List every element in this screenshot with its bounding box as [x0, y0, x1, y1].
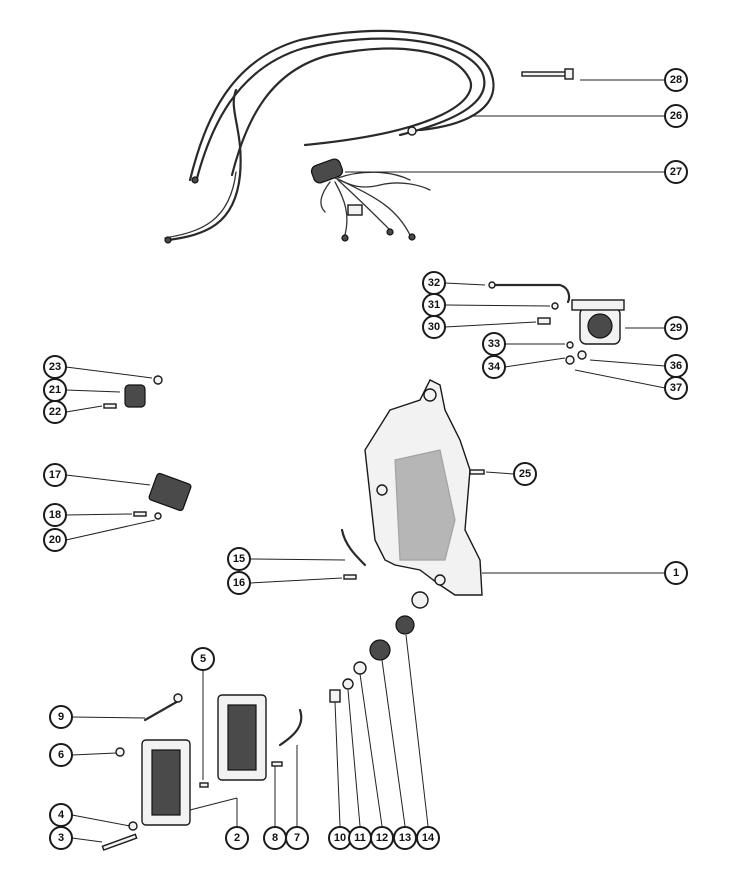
svg-text:17: 17 — [49, 469, 61, 481]
callout-26: 26 — [664, 104, 688, 128]
callout-15: 15 — [227, 547, 251, 571]
svg-text:26: 26 — [670, 110, 682, 122]
svg-text:29: 29 — [670, 322, 682, 334]
callout-22: 22 — [43, 400, 67, 424]
small-hardware — [101, 693, 303, 851]
callout-7: 7 — [285, 826, 309, 850]
svg-text:30: 30 — [428, 321, 440, 333]
svg-text:1: 1 — [673, 567, 679, 579]
callout-13: 13 — [393, 826, 417, 850]
svg-text:20: 20 — [49, 534, 61, 546]
svg-text:15: 15 — [233, 553, 245, 565]
wiring-harness-plug — [310, 158, 431, 242]
long-bolt — [521, 68, 574, 80]
svg-text:7: 7 — [294, 832, 300, 844]
callout-14: 14 — [416, 826, 440, 850]
svg-text:12: 12 — [376, 832, 388, 844]
callout-29: 29 — [664, 316, 688, 340]
callout-36: 36 — [664, 354, 688, 378]
callout-34: 34 — [482, 355, 506, 379]
callout-37: 37 — [664, 376, 688, 400]
callout-4: 4 — [49, 803, 73, 827]
svg-text:22: 22 — [49, 406, 61, 418]
callout-21: 21 — [43, 378, 67, 402]
svg-text:11: 11 — [354, 832, 366, 844]
svg-text:37: 37 — [670, 382, 682, 394]
callout-30: 30 — [422, 315, 446, 339]
svg-text:8: 8 — [272, 832, 278, 844]
svg-text:27: 27 — [670, 166, 682, 178]
callout-5: 5 — [191, 647, 215, 671]
callout-10: 10 — [328, 826, 352, 850]
callout-17: 17 — [43, 463, 67, 487]
callout-28: 28 — [664, 68, 688, 92]
callout-25: 25 — [513, 462, 537, 486]
svg-text:6: 6 — [58, 749, 64, 761]
switch-box-lower — [141, 739, 191, 826]
svg-text:28: 28 — [670, 74, 682, 86]
svg-text:34: 34 — [488, 361, 501, 373]
callout-2: 2 — [225, 826, 249, 850]
starter-solenoid-group — [488, 281, 625, 365]
callout-3: 3 — [49, 826, 73, 850]
callout-33: 33 — [482, 332, 506, 356]
svg-text:3: 3 — [58, 832, 64, 844]
leader-lines — [65, 79, 666, 843]
ground-cable — [340, 528, 367, 580]
svg-text:10: 10 — [334, 832, 346, 844]
svg-text:2: 2 — [234, 832, 240, 844]
callout-1: 1 — [664, 561, 688, 585]
svg-text:33: 33 — [488, 338, 500, 350]
callout-16: 16 — [227, 571, 251, 595]
battery-cable-harness — [164, 29, 495, 244]
svg-text:4: 4 — [58, 809, 65, 821]
callout-6: 6 — [49, 743, 73, 767]
ignition-bracket-small — [103, 375, 163, 409]
washer-stack — [329, 591, 429, 703]
callout-32: 32 — [422, 271, 446, 295]
svg-text:21: 21 — [49, 384, 61, 396]
svg-text:14: 14 — [422, 832, 435, 844]
callout-20: 20 — [43, 528, 67, 552]
svg-text:16: 16 — [233, 577, 245, 589]
callout-11: 11 — [348, 826, 372, 850]
callout-31: 31 — [422, 293, 446, 317]
svg-text:32: 32 — [428, 277, 440, 289]
main-bracket-housing — [364, 379, 485, 596]
callout-18: 18 — [43, 503, 67, 527]
svg-text:9: 9 — [58, 711, 64, 723]
svg-text:25: 25 — [519, 468, 531, 480]
svg-text:23: 23 — [49, 361, 61, 373]
svg-text:18: 18 — [49, 509, 61, 521]
svg-text:31: 31 — [428, 299, 440, 311]
callout-23: 23 — [43, 355, 67, 379]
svg-text:5: 5 — [200, 653, 206, 665]
rectifier — [133, 472, 192, 520]
callout-9: 9 — [49, 705, 73, 729]
callout-12: 12 — [370, 826, 394, 850]
callout-8: 8 — [263, 826, 287, 850]
callout-27: 27 — [664, 160, 688, 184]
switch-box-upper — [217, 694, 267, 781]
svg-text:13: 13 — [399, 832, 411, 844]
svg-text:36: 36 — [670, 360, 682, 372]
